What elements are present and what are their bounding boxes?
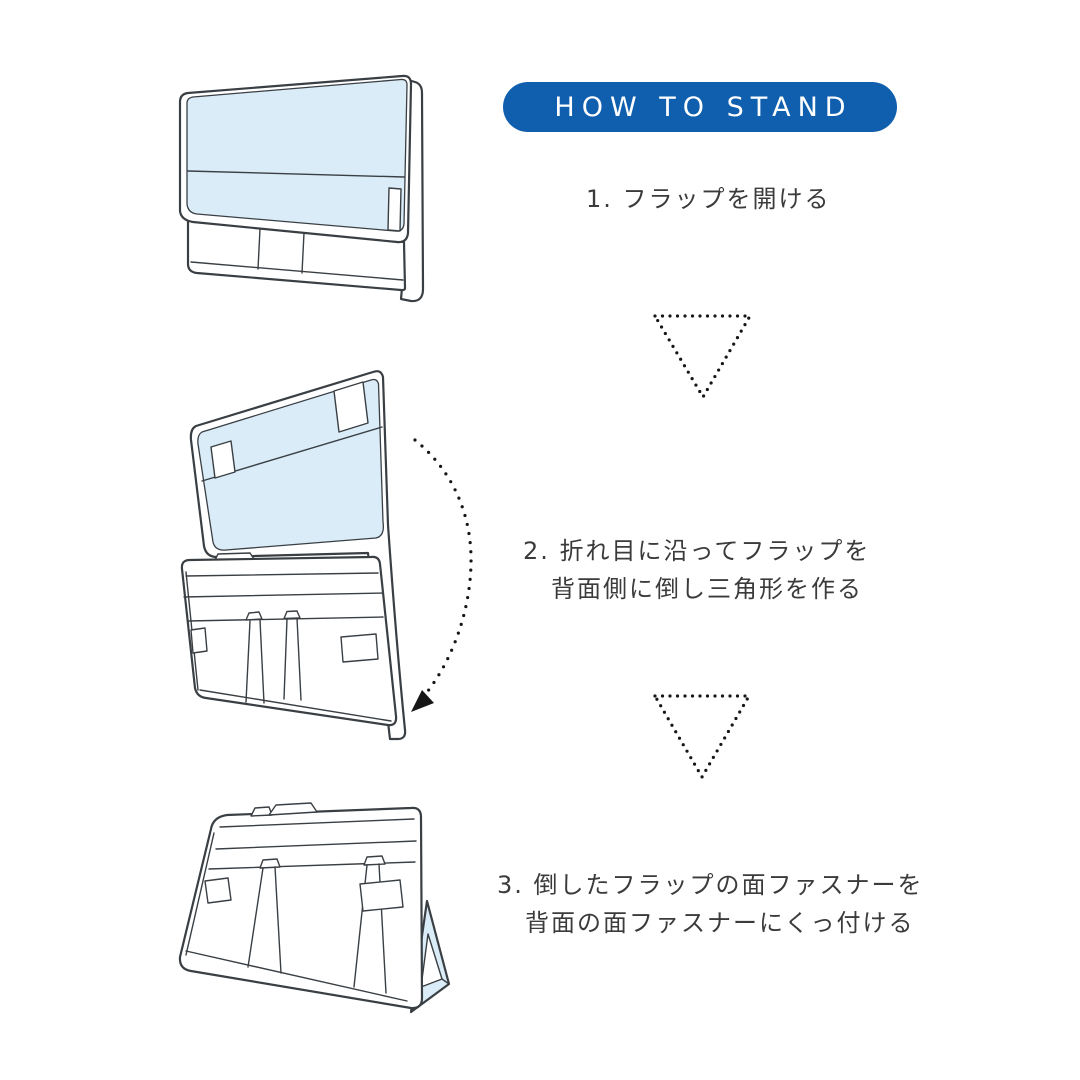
back-panel-line	[215, 840, 417, 850]
illustration-open-flap	[180, 370, 473, 741]
divider-tab	[245, 611, 263, 621]
pocket-divider	[283, 618, 288, 700]
header-banner: HOW TO STAND	[503, 82, 897, 132]
divider-tab	[283, 610, 301, 620]
velcro-patch	[210, 440, 236, 479]
step-3: 3. 倒したフラップの面ファスナーを 背面の面ファスナーにくっ付ける	[497, 866, 924, 942]
top-binding-line	[185, 572, 379, 577]
bottom-rim-line	[190, 261, 404, 281]
pocket-divider	[296, 617, 302, 701]
step-2-text-line1: 2. 折れ目に沿ってフラップを	[523, 537, 871, 565]
step-1-text: 1. フラップを開ける	[586, 185, 831, 213]
header-title: HOW TO STAND	[554, 91, 853, 123]
step-2-text-line2: 背面側に倒し三角形を作る	[551, 575, 863, 603]
pocket-divider	[274, 866, 282, 974]
velcro-patch	[204, 877, 232, 904]
dotted-triangle-down-icon	[652, 694, 752, 781]
case-body	[180, 555, 398, 727]
bottom-rim-line	[185, 950, 408, 1002]
step-2: 2. 折れ目に沿ってフラップを 背面側に倒し三角形を作る	[523, 532, 870, 608]
pocket-divider	[257, 228, 261, 270]
case-body	[178, 806, 424, 1010]
velcro-patch	[387, 187, 402, 232]
fold-arrow-icon	[411, 438, 473, 712]
flap-crease-line	[187, 170, 405, 178]
dotted-triangle-down-icon	[652, 314, 753, 401]
hinge-tab	[268, 802, 318, 816]
pocket-divider	[259, 619, 265, 704]
hinge-tab	[250, 806, 273, 817]
velcro-patch	[190, 627, 208, 654]
velcro-patch	[359, 879, 404, 912]
divider-tab	[363, 855, 386, 866]
flap-inner-face	[197, 378, 384, 551]
top-binding-line	[219, 818, 415, 828]
pocket-divider	[247, 867, 264, 968]
step-3-text-line1: 3. 倒したフラップの面ファスナーを	[497, 871, 924, 899]
step-3-text-line2: 背面の面ファスナーにくっ付ける	[525, 909, 915, 937]
case-closed	[178, 74, 425, 303]
bottom-rim-line	[199, 689, 392, 722]
flap-front	[186, 78, 408, 232]
step-1: 1. フラップを開ける	[586, 180, 831, 218]
pocket-divider	[245, 620, 251, 703]
pocket-divider	[301, 232, 305, 274]
illustration-standing-case	[178, 802, 451, 1014]
illustration-closed-case	[178, 74, 425, 303]
velcro-patch	[340, 633, 379, 663]
opening-rim-line	[183, 592, 384, 598]
case-standing	[178, 802, 451, 1014]
case-open-flap	[180, 370, 473, 741]
divider-tab	[259, 858, 281, 869]
velcro-patch	[333, 381, 369, 433]
left-binding-line	[185, 832, 215, 956]
